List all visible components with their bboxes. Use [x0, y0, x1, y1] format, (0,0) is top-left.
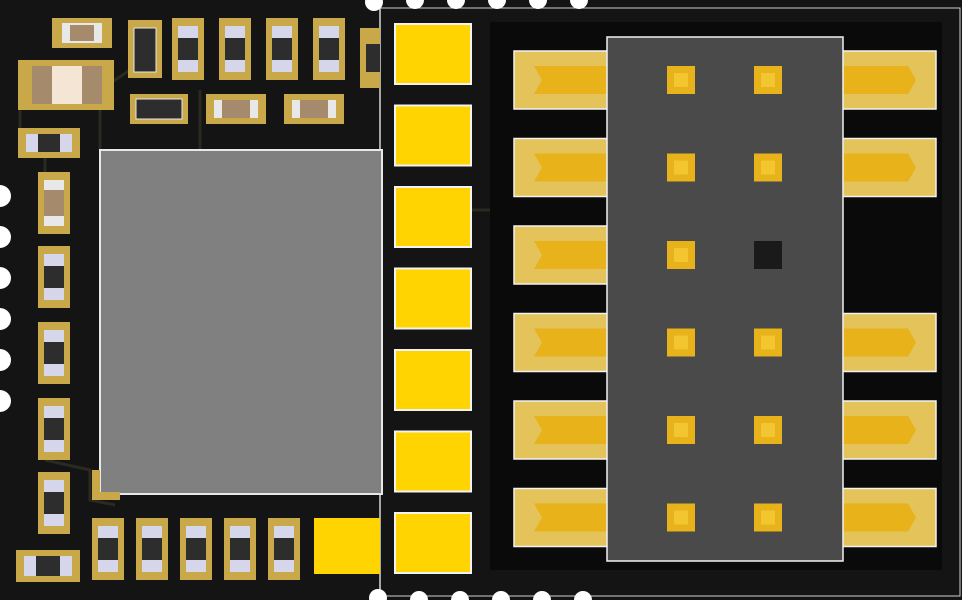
- bottom-resistor-3: [180, 518, 212, 580]
- castellated-pad-column: [394, 23, 472, 574]
- rf-module-shield: [99, 149, 383, 495]
- castellated-pad-3: [394, 186, 472, 248]
- capacitor-vertical: [38, 172, 70, 234]
- connector-lead-left-4: [534, 328, 607, 357]
- top-smd-row: [172, 18, 345, 80]
- connector-lead-right-6: [843, 503, 916, 532]
- castellated-pad-2: [394, 104, 472, 167]
- bottom-smd-row: [92, 518, 300, 580]
- left-resistor-2: [38, 322, 70, 384]
- bottom-resistor-4: [224, 518, 256, 580]
- connector-lead-right-5: [843, 416, 916, 444]
- bottom-resistor-1: [92, 518, 124, 580]
- connector-lead-left-3: [534, 241, 607, 269]
- capacitor-large: [18, 60, 114, 110]
- top-resistor-3: [266, 18, 298, 80]
- bottom-resistor-2: [136, 518, 168, 580]
- connector-lead-right-2: [843, 153, 916, 182]
- top-edge-holes: [365, 0, 588, 11]
- top-resistor-2: [219, 18, 251, 80]
- castellated-pad-1: [394, 23, 472, 85]
- castellated-pad-7: [394, 512, 472, 574]
- top-resistor-4: [313, 18, 345, 80]
- top-resistor-1: [172, 18, 204, 80]
- capacitor-c1: [52, 18, 112, 48]
- connector-lead-left-5: [534, 416, 607, 444]
- left-edge-castellations: [0, 185, 11, 412]
- capacitor-c2: [206, 94, 266, 124]
- connector-body: [606, 36, 844, 562]
- castellated-pad-6: [394, 430, 472, 493]
- left-resistor-3: [38, 398, 70, 460]
- connector-pin-grid: [667, 66, 782, 532]
- connector-lead-right-4: [843, 328, 916, 357]
- bottom-edge-holes: [369, 589, 592, 600]
- castellated-pad-4: [394, 267, 472, 330]
- left-resistor-1: [38, 246, 70, 308]
- bottom-resistor-5: [268, 518, 300, 580]
- connector-pin-empty-r3c2: [754, 241, 782, 269]
- connector-pads-right: [841, 50, 937, 548]
- resistor-bottom-left: [16, 550, 80, 582]
- resistor-horizontal: [130, 94, 188, 124]
- resistor-small-left: [18, 128, 80, 158]
- connector-lead-left-1: [534, 66, 607, 94]
- ic-sot-vertical: [128, 20, 162, 78]
- gold-pad-bottom: [314, 518, 380, 574]
- connector-lead-left-2: [534, 153, 607, 182]
- connector-pads-left: [513, 50, 609, 548]
- module-corner-copper: [92, 470, 120, 500]
- connector-lead-left-6: [534, 503, 607, 532]
- capacitor-c3: [284, 94, 344, 124]
- castellated-pad-5: [394, 349, 472, 411]
- partial-part-top-right-body: [366, 44, 380, 72]
- left-smd-column: [38, 246, 70, 534]
- connector-lead-right-1: [843, 66, 916, 94]
- left-resistor-4: [38, 472, 70, 534]
